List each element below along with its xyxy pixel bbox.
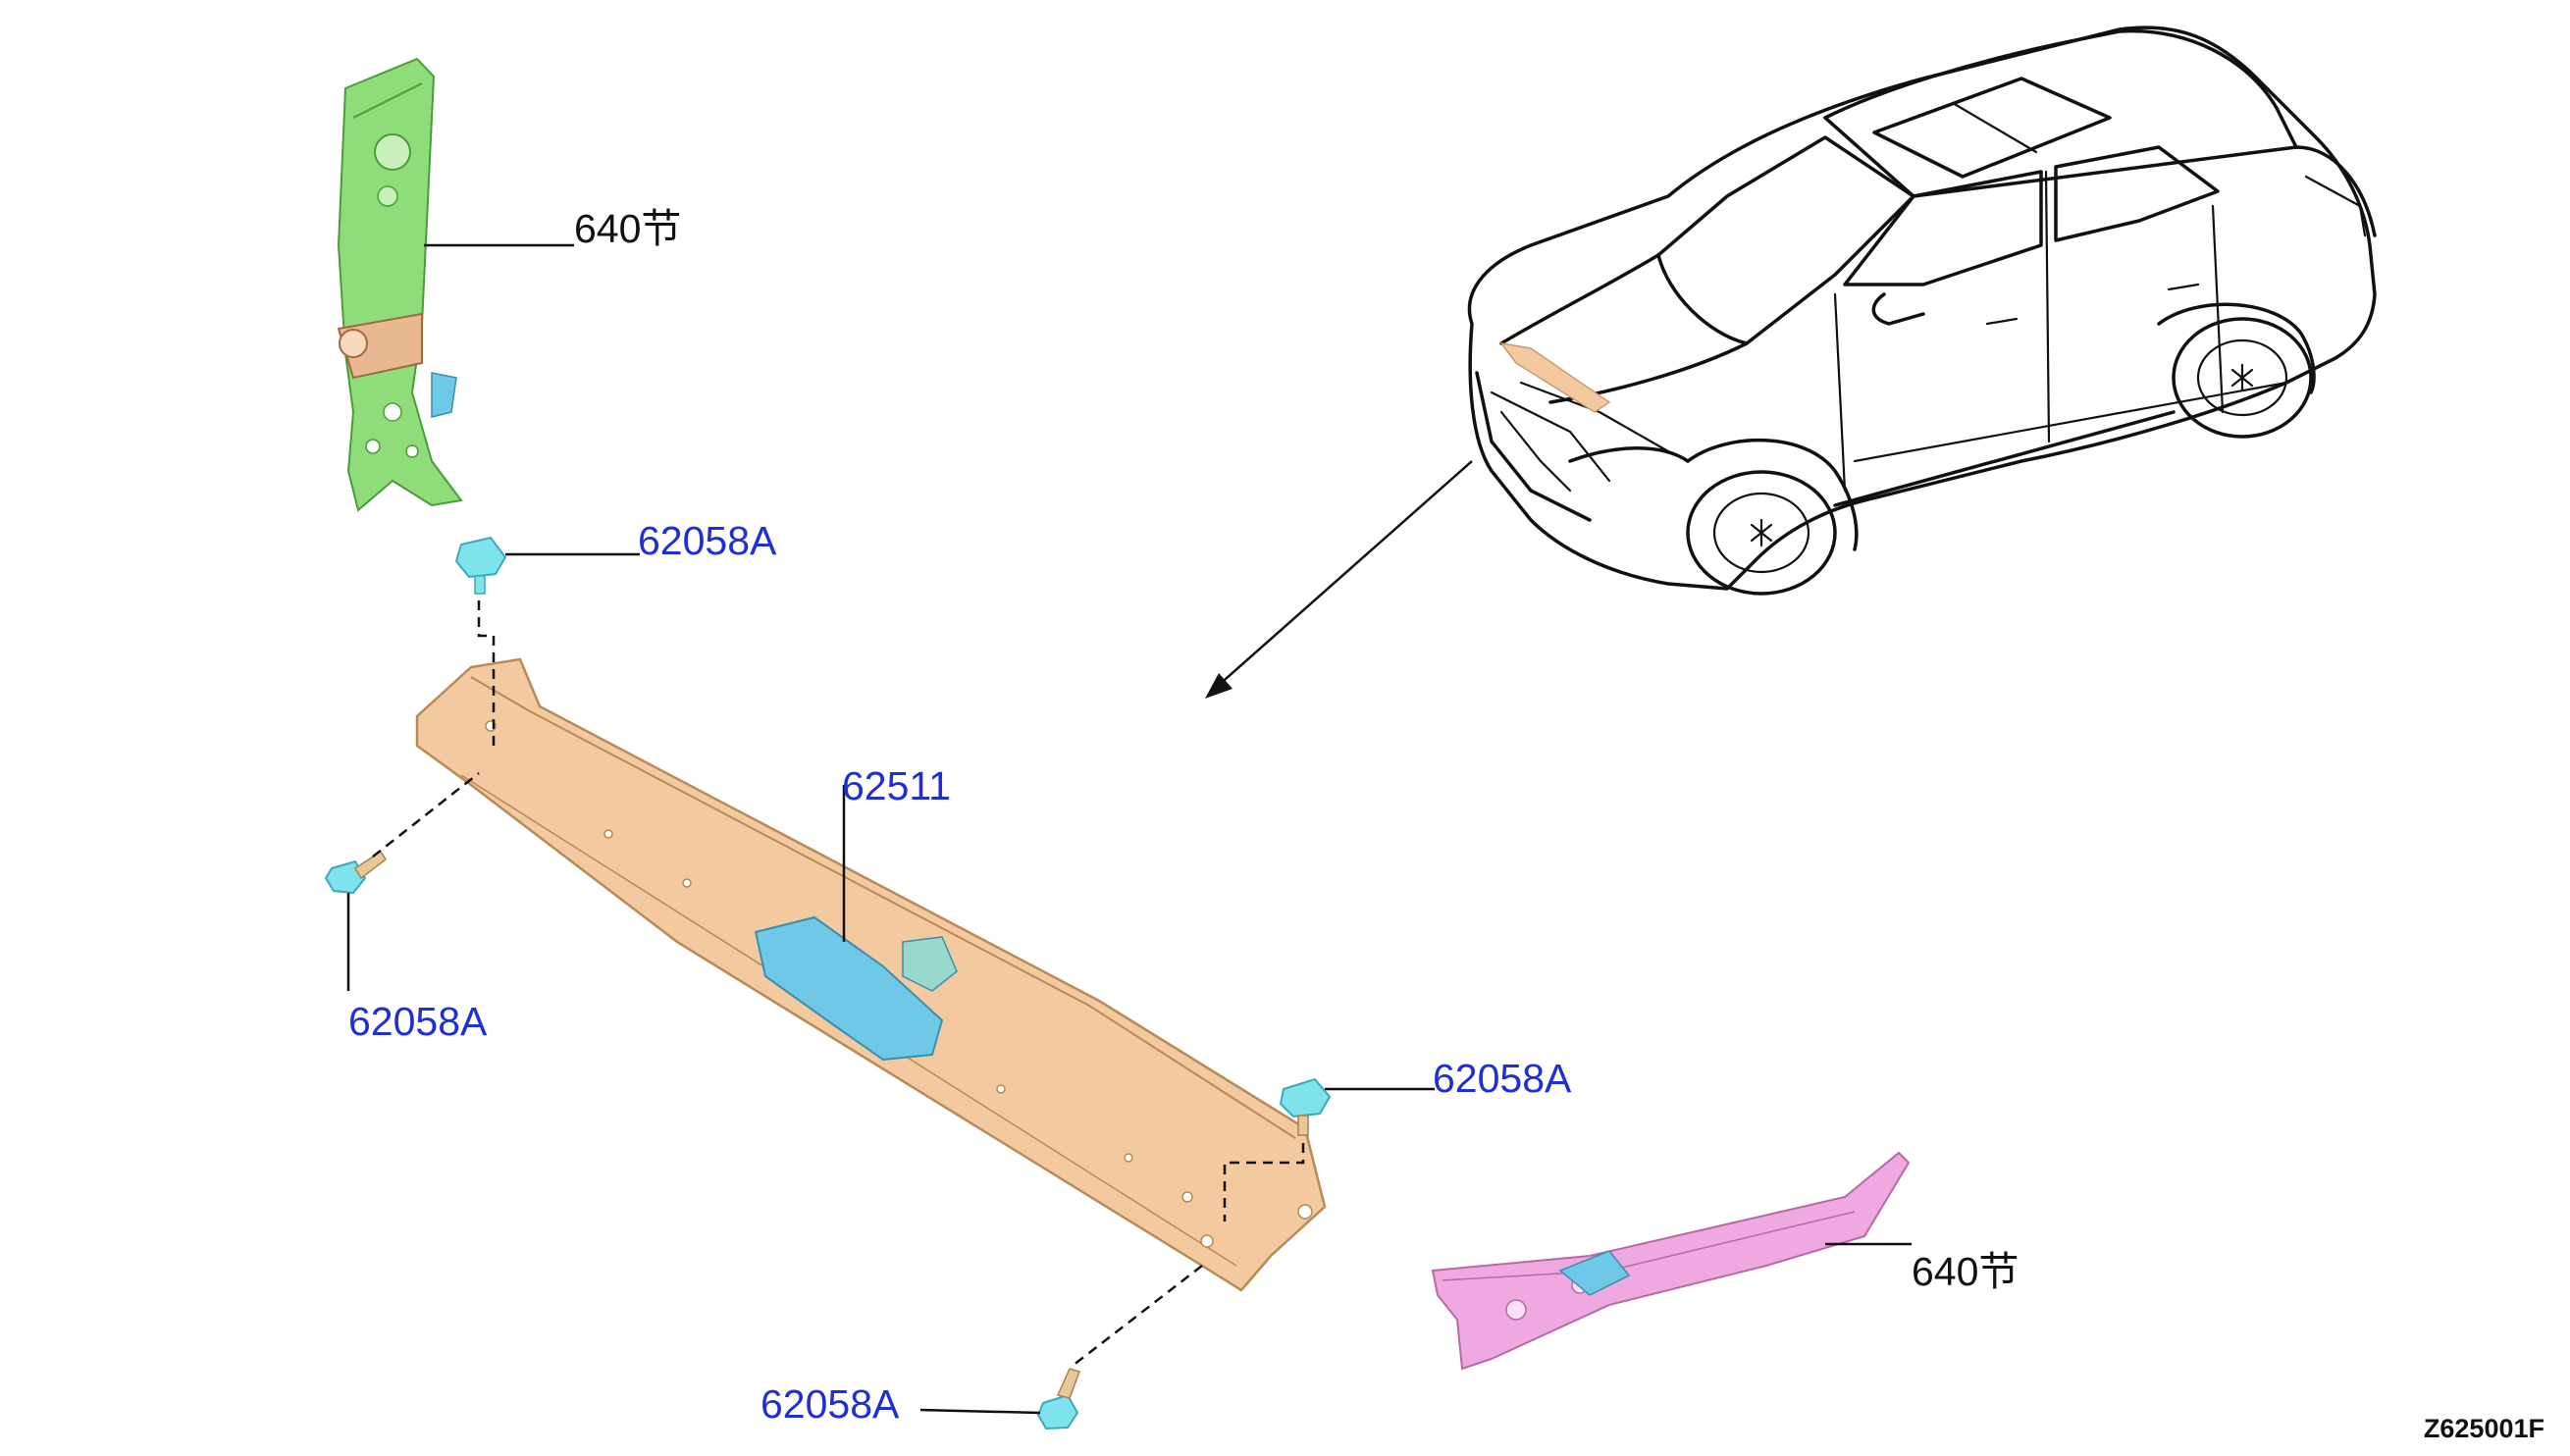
diagram-code: Z625001F bbox=[2424, 1414, 2544, 1443]
leader-lines bbox=[346, 243, 1912, 1415]
bolt-bottom-part bbox=[1036, 1368, 1080, 1430]
vehicle-illustration bbox=[1205, 26, 2377, 699]
bolt-top-part bbox=[454, 536, 507, 595]
callout-upper-bracket: 640节 bbox=[574, 206, 681, 251]
bolt-right-part bbox=[1279, 1077, 1332, 1136]
callout-lower-bracket: 640节 bbox=[1912, 1249, 2019, 1294]
callout-bolt-bottom: 62058A bbox=[761, 1381, 900, 1427]
callout-bolt-top: 62058A bbox=[638, 518, 777, 563]
lower-bracket-part bbox=[1431, 1151, 1911, 1371]
bolt-left-part bbox=[324, 850, 387, 895]
upper-bracket-part bbox=[337, 57, 463, 512]
install-guide-lines bbox=[372, 600, 1305, 1367]
callout-crossmember: 62511 bbox=[842, 763, 951, 808]
crossmember-part bbox=[415, 657, 1327, 1292]
callout-bolt-right: 62058A bbox=[1433, 1056, 1572, 1101]
callout-bolt-left: 62058A bbox=[348, 999, 488, 1044]
